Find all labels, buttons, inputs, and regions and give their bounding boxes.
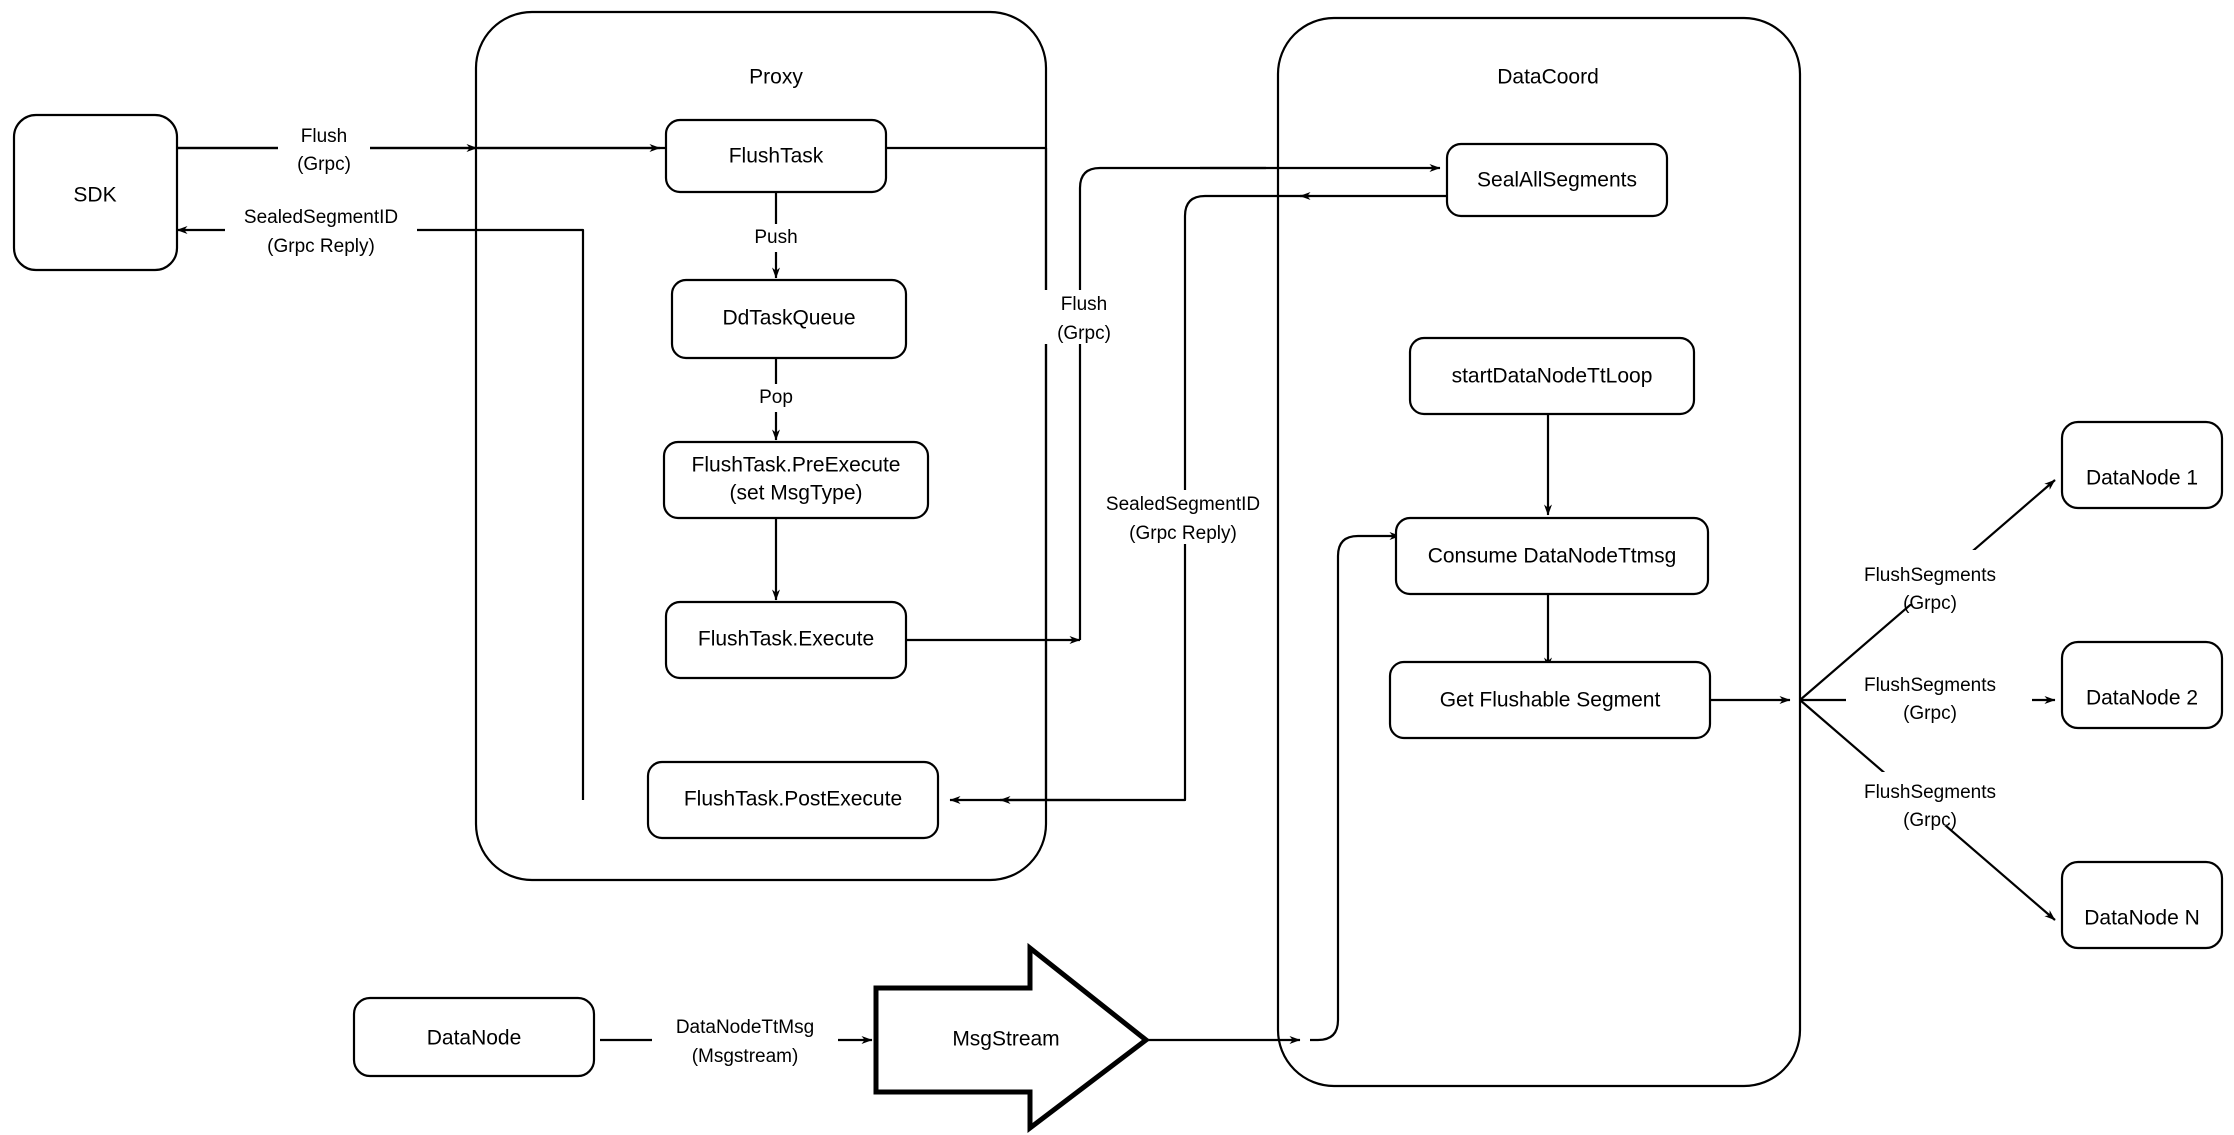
edge-reply-trunk-to-postexecute xyxy=(949,194,1310,804)
edge-label-pop: Pop xyxy=(744,384,808,412)
sdk-label: SDK xyxy=(73,184,116,207)
node-seal-all-segments[interactable]: SealAllSegments xyxy=(1445,142,1669,218)
get-flushable-box[interactable] xyxy=(1388,660,1712,740)
seal-all-segments-label: SealAllSegments xyxy=(1477,169,1637,192)
datanode-source-box[interactable] xyxy=(352,996,596,1078)
node-flush-task[interactable]: FlushTask xyxy=(664,118,888,194)
node-datanode-source[interactable]: DataNode xyxy=(352,996,596,1078)
node-dd-task-queue[interactable]: DdTaskQueue xyxy=(670,278,908,360)
edge-label-push: Push xyxy=(740,224,812,252)
edge-flush-trunk-riser xyxy=(1078,166,1266,640)
flush-grpc-line1: Flush xyxy=(301,126,347,147)
datanode-ttmsg-line2: (Msgstream) xyxy=(692,1046,799,1067)
node-start-datanode-tt-loop[interactable]: startDataNodeTtLoop xyxy=(1408,336,1696,416)
node-datanode-1[interactable]: DataNode 1 xyxy=(2060,420,2224,510)
dd-task-queue-label: DdTaskQueue xyxy=(722,307,855,330)
flush-task-label: FlushTask xyxy=(729,145,824,168)
flush-segments-2-line1: FlushSegments xyxy=(1864,675,1996,696)
edge-label-flush-segments-1: FlushSegments (Grpc) xyxy=(1846,550,2032,614)
node-datanode-2[interactable]: DataNode 2 xyxy=(2060,640,2224,730)
datanode-n-label: DataNode N xyxy=(2084,907,2200,930)
proxy-container-title: Proxy xyxy=(749,66,803,89)
datanode-1-box[interactable] xyxy=(2060,420,2224,510)
sdk-box[interactable] xyxy=(12,113,179,272)
seal-all-segments-box[interactable] xyxy=(1445,142,1669,218)
datacoord-container-title: DataCoord xyxy=(1497,66,1599,89)
node-get-flushable-segment[interactable]: Get Flushable Segment xyxy=(1388,660,1712,740)
inner-flush-line1: Flush xyxy=(1061,294,1107,315)
flush-segments-2-line2: (Grpc) xyxy=(1903,703,1957,724)
edge-label-datanode-ttmsg: DataNodeTtMsg (Msgstream) xyxy=(652,1013,838,1067)
node-sdk[interactable]: SDK xyxy=(12,113,179,272)
flush-segments-n-line1: FlushSegments xyxy=(1864,782,1996,803)
flush-task-box[interactable] xyxy=(664,118,888,194)
node-flushtask-execute[interactable]: FlushTask.Execute xyxy=(664,600,908,680)
msgstream-arrow-shape[interactable] xyxy=(873,942,1151,1134)
inner-sealed-line2: (Grpc Reply) xyxy=(1129,523,1237,544)
edge-label-sealed-reply-sdk: SealedSegmentID (Grpc Reply) xyxy=(225,203,417,257)
flush-grpc-line2: (Grpc) xyxy=(297,154,351,175)
datanode-ttmsg-line1: DataNodeTtMsg xyxy=(676,1017,814,1038)
execute-box[interactable] xyxy=(664,600,908,680)
datanode-1-label: DataNode 1 xyxy=(2086,467,2198,490)
consume-ttmsg-box[interactable] xyxy=(1394,516,1710,596)
postexecute-label: FlushTask.PostExecute xyxy=(684,788,902,811)
edge-label-flush-segments-2: FlushSegments (Grpc) xyxy=(1846,662,2032,724)
datacoord-container-outline xyxy=(1276,16,1802,1088)
edge-datacoord-riser-to-consume xyxy=(1310,532,1401,1042)
datanode-source-label: DataNode xyxy=(427,1027,522,1050)
pop-label: Pop xyxy=(759,387,793,408)
preexecute-label-line1: FlushTask.PreExecute xyxy=(692,454,901,477)
edge-label-inner-flush-grpc: Flush (Grpc) xyxy=(1038,290,1130,344)
node-msgstream[interactable]: MsgStream xyxy=(873,942,1151,1134)
inner-flush-line2: (Grpc) xyxy=(1057,323,1111,344)
msgstream-label: MsgStream xyxy=(952,1028,1059,1051)
postexecute-box[interactable] xyxy=(646,760,940,840)
get-flushable-label: Get Flushable Segment xyxy=(1440,689,1661,712)
flush-segments-1-line1: FlushSegments xyxy=(1864,565,1996,586)
start-tt-loop-box[interactable] xyxy=(1408,336,1696,416)
preexecute-label-line2: (set MsgType) xyxy=(729,482,862,505)
edge-postexecute-to-sdk-reply xyxy=(176,226,585,800)
dd-task-queue-box[interactable] xyxy=(670,278,908,360)
start-tt-loop-label: startDataNodeTtLoop xyxy=(1452,365,1653,388)
node-flushtask-preexecute[interactable]: FlushTask.PreExecute (set MsgType) xyxy=(662,440,930,520)
flush-segments-1-line2: (Grpc) xyxy=(1903,593,1957,614)
inner-sealed-line1: SealedSegmentID xyxy=(1106,494,1260,515)
node-datanode-n[interactable]: DataNode N xyxy=(2060,860,2224,950)
datanode-2-label: DataNode 2 xyxy=(2086,687,2198,710)
execute-label: FlushTask.Execute xyxy=(698,628,874,651)
datanode-2-box[interactable] xyxy=(2060,640,2224,730)
edge-label-flush-grpc-sdk: Flush (Grpc) xyxy=(278,123,370,175)
node-consume-datanode-ttmsg[interactable]: Consume DataNodeTtmsg xyxy=(1394,516,1710,596)
flush-segments-n-line2: (Grpc) xyxy=(1903,810,1957,831)
consume-ttmsg-label: Consume DataNodeTtmsg xyxy=(1428,545,1677,568)
datanode-n-box[interactable] xyxy=(2060,860,2224,950)
container-datacoord: DataCoord xyxy=(1276,16,1802,1088)
preexecute-box[interactable] xyxy=(662,440,930,520)
edge-label-flush-segments-n: FlushSegments (Grpc) xyxy=(1846,772,2032,831)
sealed-reply-line1: SealedSegmentID xyxy=(244,207,398,228)
node-flushtask-postexecute[interactable]: FlushTask.PostExecute xyxy=(646,760,940,840)
sealed-reply-line2: (Grpc Reply) xyxy=(267,236,375,257)
push-label: Push xyxy=(754,227,797,248)
edge-label-inner-sealed-reply: SealedSegmentID (Grpc Reply) xyxy=(1090,490,1276,544)
